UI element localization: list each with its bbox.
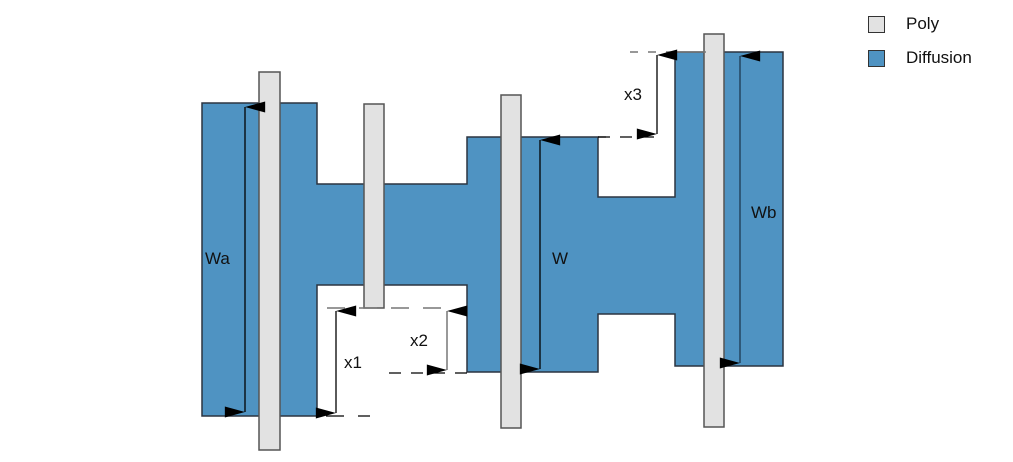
legend-item-diffusion: Diffusion	[868, 46, 972, 70]
wa-label: Wa	[205, 249, 230, 268]
wb-label: Wb	[751, 203, 777, 222]
diffusion-region	[201, 51, 784, 417]
x1-label: x1	[344, 353, 362, 372]
legend: Poly Diffusion	[868, 12, 972, 80]
legend-label-diffusion: Diffusion	[906, 48, 972, 67]
poly-gate-2	[363, 103, 385, 309]
x2-label: x2	[410, 331, 428, 350]
poly-gate-3	[500, 94, 522, 429]
poly-gate-1	[258, 71, 281, 451]
x3-label: x3	[624, 85, 642, 104]
diffusion-swatch	[868, 49, 885, 67]
w-label: W	[552, 249, 568, 268]
legend-label-poly: Poly	[906, 14, 940, 33]
legend-item-poly: Poly	[868, 12, 972, 36]
poly-gate-4	[703, 33, 725, 428]
poly-swatch	[868, 15, 885, 33]
